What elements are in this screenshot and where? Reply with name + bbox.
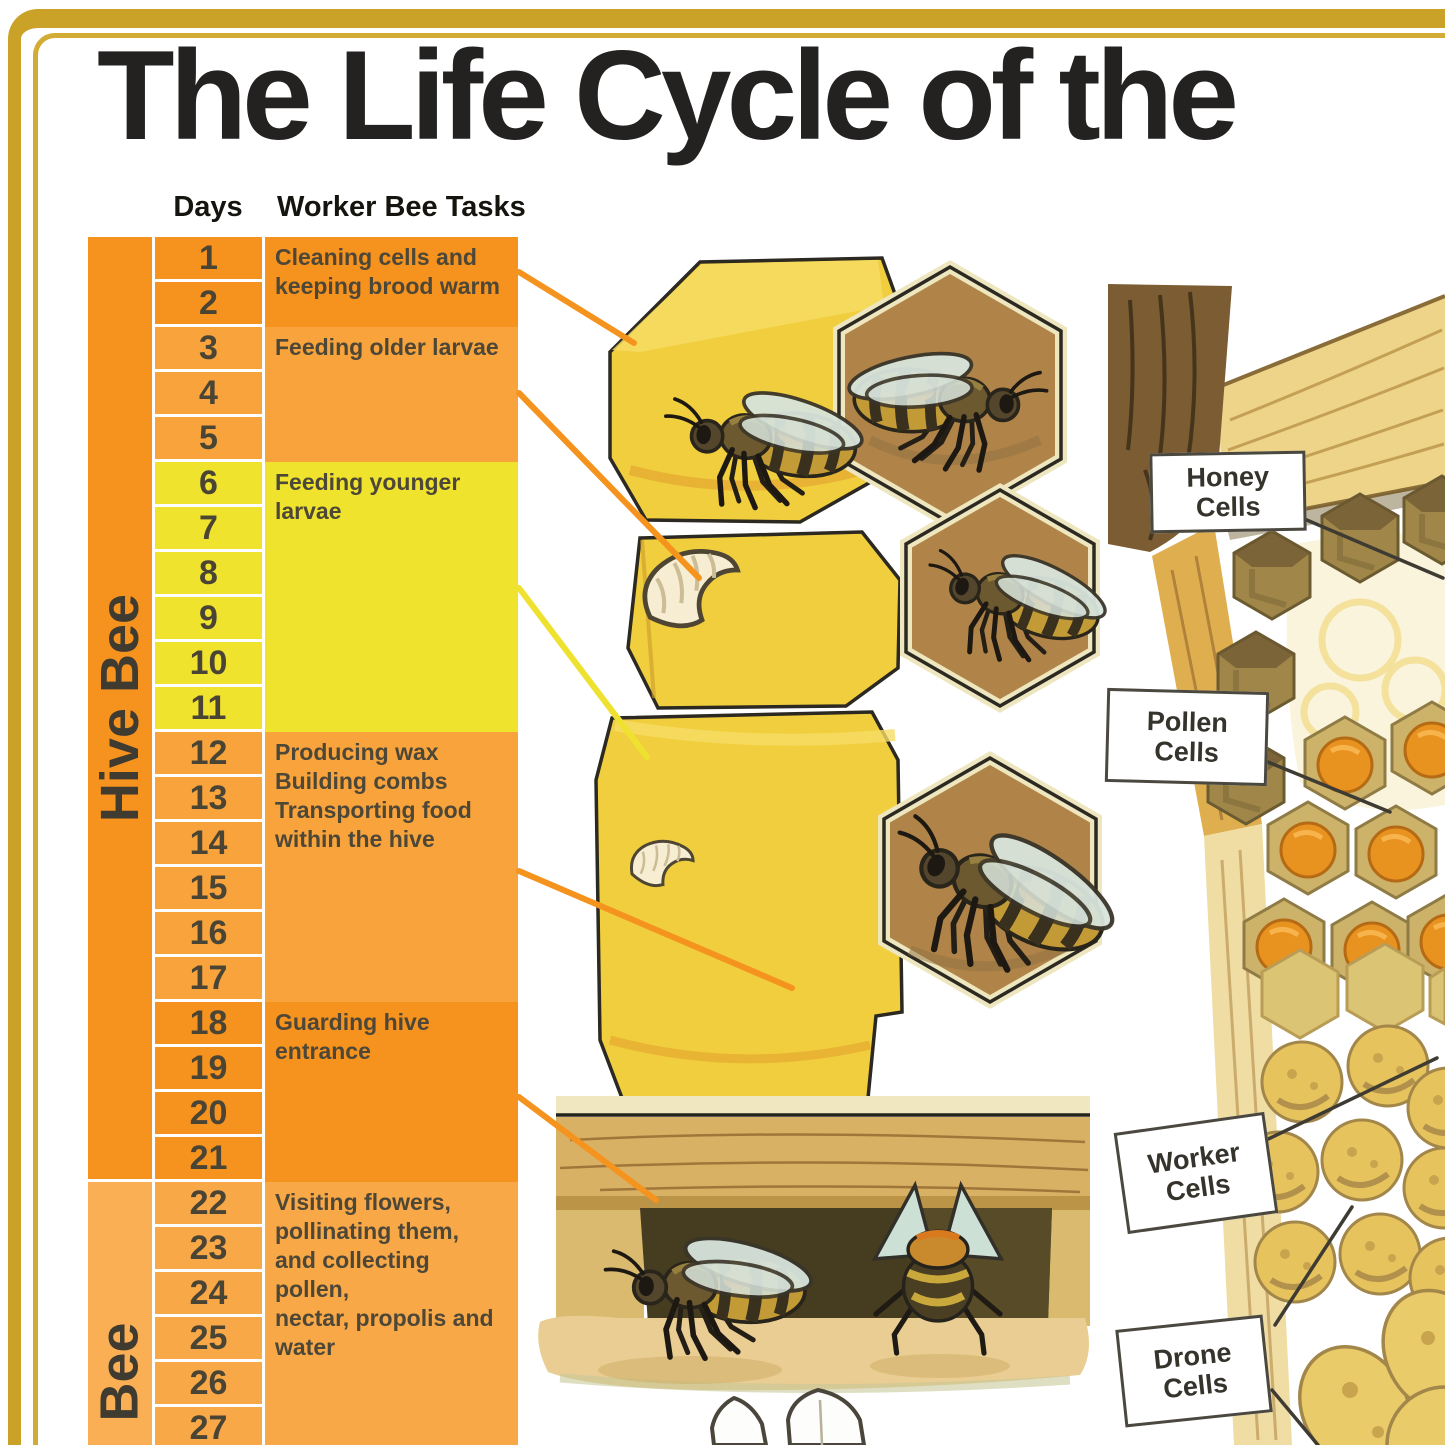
label-worker-cells: Worker Cells [1113,1111,1279,1235]
task-block-days-6-11: Feeding younger larvae [265,462,518,735]
day-cell-24: 24 [155,1272,262,1314]
day-cell-18: 18 [155,1002,262,1044]
day-cell-12: 12 [155,732,262,774]
day-cell-1: 1 [155,237,262,279]
day-cell-4: 4 [155,372,262,414]
task-block-days-22-27: Visiting flowers, pollinating them, and … [265,1182,518,1445]
group-field-bee: Bee [88,1182,152,1445]
poster-frame-inner [33,33,1445,1445]
day-cell-23: 23 [155,1227,262,1269]
label-drone-cells: Drone Cells [1115,1314,1273,1428]
column-header-tasks: Worker Bee Tasks [277,191,526,223]
label-pollen-cells: Pollen Cells [1104,687,1270,787]
day-cell-22: 22 [155,1182,262,1224]
day-cell-6: 6 [155,462,262,504]
group-label: Hive Bee [90,593,151,823]
day-cell-15: 15 [155,867,262,909]
day-cell-19: 19 [155,1047,262,1089]
task-block-days-18-21: Guarding hive entrance [265,1002,518,1185]
label-honey-cells: Honey Cells [1149,450,1307,534]
day-cell-2: 2 [155,282,262,324]
day-cell-14: 14 [155,822,262,864]
day-cell-16: 16 [155,912,262,954]
column-header-days: Days [173,191,243,223]
day-cell-13: 13 [155,777,262,819]
day-cell-20: 20 [155,1092,262,1134]
day-cell-11: 11 [155,687,262,729]
day-cell-5: 5 [155,417,262,459]
poster-frame-outer [8,9,1445,1445]
day-cell-8: 8 [155,552,262,594]
day-cell-3: 3 [155,327,262,369]
page-title: The Life Cycle of the [97,24,1239,166]
day-cell-17: 17 [155,957,262,999]
group-label: Bee [90,1322,150,1422]
day-cell-9: 9 [155,597,262,639]
task-block-days-1-2: Cleaning cells and keeping brood warm [265,237,518,330]
day-cell-26: 26 [155,1362,262,1404]
day-cell-27: 27 [155,1407,262,1445]
day-cell-21: 21 [155,1137,262,1179]
task-block-days-12-17: Producing wax Building combs Transportin… [265,732,518,1005]
task-block-days-3-5: Feeding older larvae [265,327,518,465]
group-hive-bee: Hive Bee [88,237,152,1179]
day-cell-10: 10 [155,642,262,684]
day-cell-7: 7 [155,507,262,549]
day-cell-25: 25 [155,1317,262,1359]
